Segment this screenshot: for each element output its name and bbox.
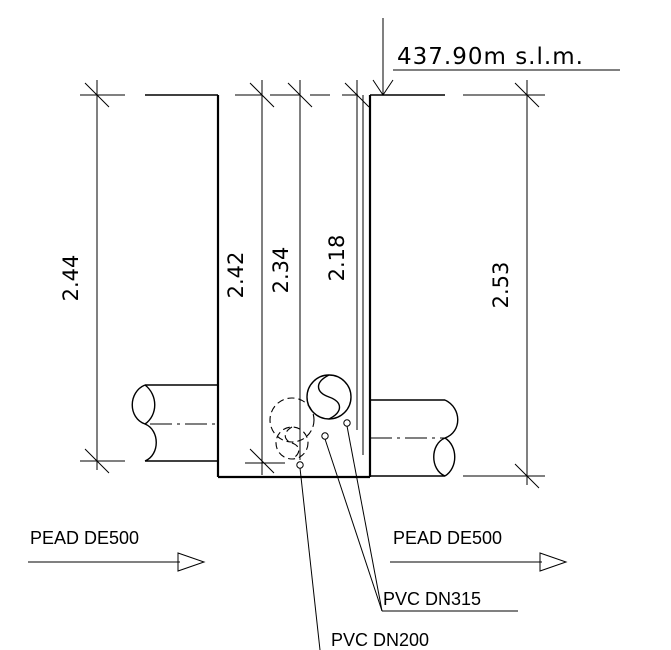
dimension-label-2-53: 2.53 xyxy=(489,262,513,309)
inlet-pipe-label: PEAD DE500 xyxy=(30,528,139,548)
inlet-pipe xyxy=(131,384,218,462)
dimension-2-34: 2.34 xyxy=(269,80,313,460)
dimension-2-18: 2.18 xyxy=(325,80,370,430)
dimension-2-44: 2.44 xyxy=(59,80,125,474)
elevation-label: 437.90m s.l.m. xyxy=(397,44,584,70)
pvc-dn315-label: PVC DN315 xyxy=(383,589,481,609)
dimension-label-2-34: 2.34 xyxy=(269,247,293,294)
elevation-marker: 437.90m s.l.m. xyxy=(372,18,620,96)
pvc-dn200-label: PVC DN200 xyxy=(331,630,429,650)
dimension-2-53: 2.53 xyxy=(463,80,545,489)
leader-pvc-315 xyxy=(324,425,518,612)
outlet-pipe-label: PEAD DE500 xyxy=(393,528,502,548)
inlet-flow-arrow xyxy=(28,552,206,572)
dimension-2-42: 2.42 xyxy=(224,80,285,475)
leader-pvc-200 xyxy=(299,467,321,650)
dimension-label-2-44: 2.44 xyxy=(59,255,83,302)
outlet-flow-arrow xyxy=(390,552,568,572)
manhole-chamber xyxy=(216,95,372,479)
outlet-pipe xyxy=(370,399,459,477)
dimension-label-2-42: 2.42 xyxy=(224,252,248,299)
dimension-label-2-18: 2.18 xyxy=(325,235,349,282)
pvc-pipe-symbols xyxy=(269,374,352,469)
